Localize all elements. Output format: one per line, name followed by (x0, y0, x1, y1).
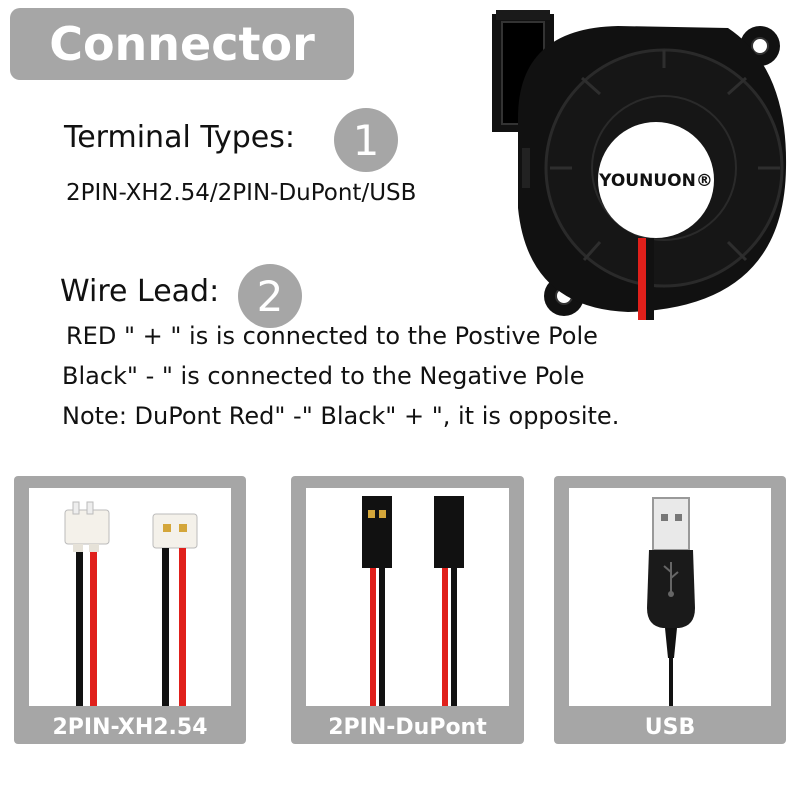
usb-caption: USB (644, 715, 696, 740)
dupont-image-area (306, 488, 509, 706)
wire-lead-label: Wire Lead: (60, 274, 220, 309)
blower-fan-image: YOUNUON® (492, 10, 787, 320)
fan-brand-label: YOUNUON® (598, 171, 713, 191)
dupont-panel: 2PIN-DuPont (291, 476, 524, 744)
xh254-caption: 2PIN-XH2.54 (52, 715, 208, 740)
page-title: Connector (49, 17, 315, 71)
usb-image-area (569, 488, 771, 706)
wire-lead-line-red: RED " + " is is connected to the Postive… (66, 322, 598, 350)
usb-panel: USB (554, 476, 786, 744)
usb-plug-icon (647, 497, 695, 706)
terminal-types-value: 2PIN-XH2.54/2PIN-DuPont/USB (66, 180, 417, 206)
step-number-2: 2 (238, 264, 302, 328)
terminal-types-label: Terminal Types: (64, 120, 295, 155)
step-number-1: 1 (334, 108, 398, 172)
dupont-connector-icon (362, 496, 464, 706)
dupont-caption: 2PIN-DuPont (328, 715, 487, 740)
wire-lead-line-black: Black" - " is connected to the Negative … (62, 362, 585, 390)
xh254-image-area (29, 488, 231, 706)
header-badge: Connector (10, 8, 354, 80)
wire-lead-note: Note: DuPont Red" -" Black" + ", it is o… (62, 402, 620, 430)
xh254-panel: 2PIN-XH2.54 (14, 476, 246, 744)
xh254-connector-icon (64, 501, 198, 706)
